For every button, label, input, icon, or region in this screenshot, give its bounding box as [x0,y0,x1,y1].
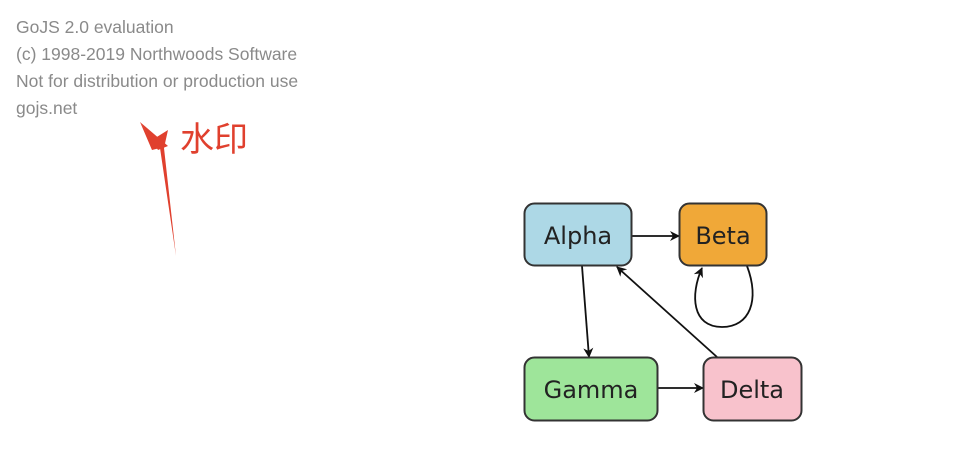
node-label: Delta [720,376,784,404]
watermark-line: GoJS 2.0 evaluation [16,17,174,37]
node-gamma[interactable]: Gamma [523,356,659,422]
link-delta-alpha[interactable] [616,266,718,358]
watermark-line: (c) 1998-2019 Northwoods Software [16,44,298,64]
watermark-line: Not for distribution or production use [16,71,299,91]
link-beta-beta[interactable] [693,265,754,328]
annotation-arrow-icon [140,122,176,256]
annotation-label: 水印 [180,120,248,160]
node-alpha[interactable]: Alpha [523,202,633,267]
link-alpha-gamma[interactable] [581,265,594,358]
node-label: Beta [695,222,750,250]
node-beta[interactable]: Beta [678,202,768,267]
evaluation-watermark: GoJS 2.0 evaluation (c) 1998-2019 Northw… [16,14,298,122]
watermark-line: gojs.net [16,98,78,118]
node-label: Alpha [544,222,612,250]
node-label: Gamma [544,376,639,404]
diagram-links [581,231,754,393]
node-delta[interactable]: Delta [702,356,803,422]
